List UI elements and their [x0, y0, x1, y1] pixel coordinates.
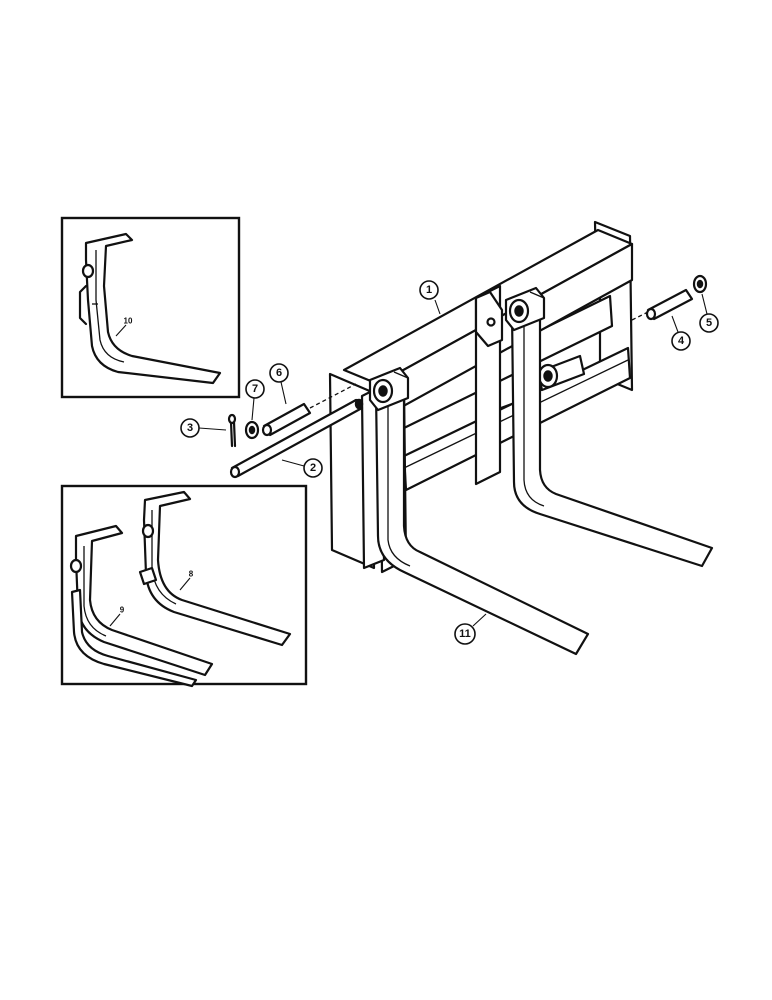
inset-bottom-fork-b [69, 524, 214, 688]
svg-text:1: 1 [426, 284, 432, 296]
right-pin [645, 288, 694, 321]
svg-text:5: 5 [706, 317, 712, 329]
inset-top: 10 [60, 216, 241, 399]
callout-3: 3 [180, 418, 227, 438]
inset-top-border [60, 216, 241, 399]
svg-text:3: 3 [187, 422, 193, 434]
right-washer [692, 274, 708, 294]
callout-6: 6 [269, 363, 289, 405]
svg-text:7: 7 [252, 383, 258, 395]
inset-bottom-label-b: 9 [120, 606, 125, 615]
left-fork [368, 366, 590, 656]
long-pin [229, 398, 364, 479]
inset-bottom-leader-b [109, 613, 121, 627]
left-pin [261, 402, 312, 437]
callout-4: 4 [671, 315, 691, 351]
callout-11: 11 [454, 613, 487, 645]
svg-text:4: 4 [678, 335, 685, 347]
left-washer [244, 420, 260, 440]
callout-2: 2 [281, 458, 323, 478]
callout-1: 1 [419, 280, 441, 315]
cotter-pin [227, 413, 237, 448]
inset-top-label: 10 [124, 317, 133, 326]
inset-bottom-label-a: 8 [189, 570, 194, 579]
inset-top-fork-drawing [78, 232, 222, 385]
inset-bottom-leader-a [179, 577, 191, 591]
svg-text:11: 11 [459, 628, 471, 640]
svg-text:2: 2 [310, 462, 316, 474]
svg-text:6: 6 [276, 367, 282, 379]
inset-bottom: 8 9 [60, 484, 308, 688]
inset-bottom-fork-a [138, 490, 292, 647]
fork-carriage-assembly [328, 220, 714, 656]
inset-top-leader [115, 324, 127, 337]
alignment-line-right [631, 311, 649, 321]
right-fork [504, 286, 714, 568]
callout-5: 5 [699, 293, 719, 333]
callout-7: 7 [245, 379, 265, 421]
alignment-line-left [309, 383, 357, 409]
